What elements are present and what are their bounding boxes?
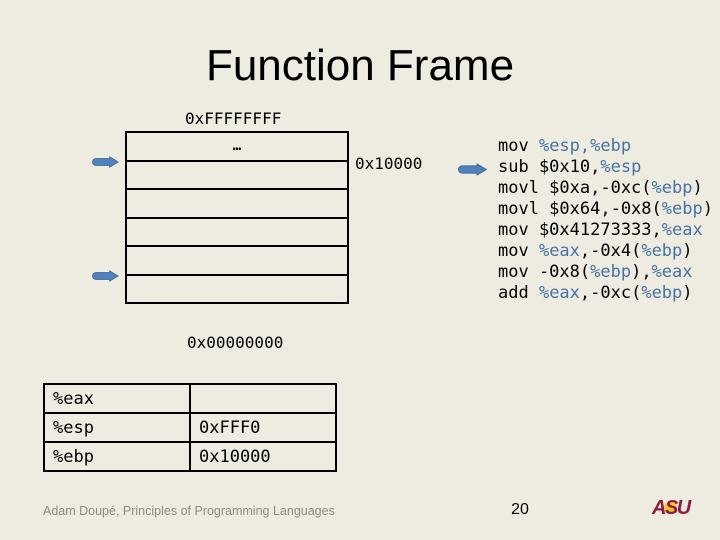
- register-name-ebp: %ebp: [43, 441, 191, 472]
- stack-pointer-arrow-top: [89, 156, 120, 168]
- stack-pointer-arrow-bottom: [89, 270, 120, 282]
- footer-attribution: Adam Doupé, Principles of Programming La…: [43, 504, 335, 518]
- asm-line: movl $0x64,-0x8(%ebp): [498, 199, 713, 219]
- stack-row: [127, 190, 347, 219]
- table-row: %eax: [43, 383, 337, 414]
- stack-row: [127, 219, 347, 247]
- address-label-frame: 0x10000: [355, 154, 423, 173]
- asm-line: mov %esp,%ebp: [498, 136, 632, 156]
- asm-line: mov -0x8(%ebp),%eax: [498, 262, 693, 282]
- asm-line: mov $0x41273333,%eax: [498, 220, 703, 240]
- address-label-top: 0xFFFFFFFF: [185, 109, 282, 128]
- register-value-esp: 0xFFF0: [189, 412, 337, 443]
- address-label-bottom: 0x00000000: [187, 333, 284, 352]
- register-table: %eax %esp 0xFFF0 %ebp 0x10000: [43, 383, 337, 472]
- asu-sun-icon: [663, 500, 678, 515]
- asu-logo: ASU: [652, 498, 694, 522]
- stack-row: [127, 276, 347, 303]
- right-arrow-icon: [92, 156, 120, 168]
- stack-row: [127, 247, 347, 276]
- table-row: %ebp 0x10000: [43, 441, 337, 472]
- register-value-ebp: 0x10000: [189, 441, 337, 472]
- right-arrow-icon: [458, 163, 488, 176]
- code-pointer-arrow: [454, 163, 489, 176]
- register-value-eax: [189, 383, 337, 414]
- asu-logo-text: ASU: [652, 497, 691, 519]
- register-name-esp: %esp: [43, 412, 191, 443]
- right-arrow-icon: [92, 270, 120, 282]
- stack-diagram: …: [125, 131, 349, 304]
- stack-row: [127, 162, 347, 190]
- stack-row: …: [127, 133, 347, 162]
- asm-line: add %eax,-0xc(%ebp): [498, 283, 693, 303]
- slide-title: Function Frame: [205, 41, 515, 90]
- page-number: 20: [511, 501, 529, 518]
- asm-line: sub $0x10,%esp: [498, 157, 642, 177]
- table-row: %esp 0xFFF0: [43, 412, 337, 443]
- register-name-eax: %eax: [43, 383, 191, 414]
- asm-line: movl $0xa,-0xc(%ebp): [498, 178, 703, 198]
- asm-line: mov %eax,-0x4(%ebp): [498, 241, 693, 261]
